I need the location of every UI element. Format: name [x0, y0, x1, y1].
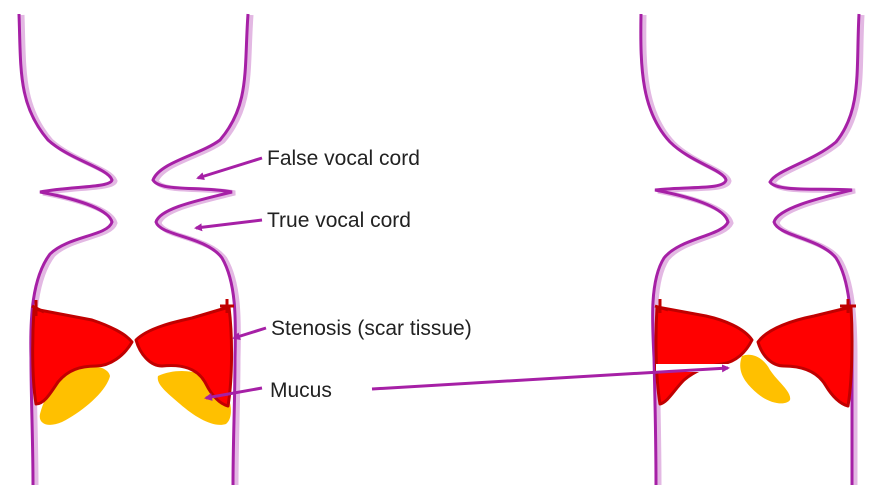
left-airway	[19, 14, 251, 485]
label-true-vocal-cord: True vocal cord	[267, 210, 411, 231]
right-airway-left-wall	[641, 14, 728, 485]
label-false-vocal-cord: False vocal cord	[267, 148, 420, 169]
right-airway-right-wall	[770, 14, 859, 485]
arrow-true-vocal-cord	[196, 220, 262, 228]
arrow-false-vocal-cord	[198, 158, 262, 178]
annotation-arrows	[196, 158, 728, 398]
label-mucus: Mucus	[270, 380, 332, 401]
label-stenosis: Stenosis (scar tissue)	[271, 318, 472, 339]
right-stenosis-left	[656, 307, 752, 404]
right-airway	[641, 14, 862, 485]
